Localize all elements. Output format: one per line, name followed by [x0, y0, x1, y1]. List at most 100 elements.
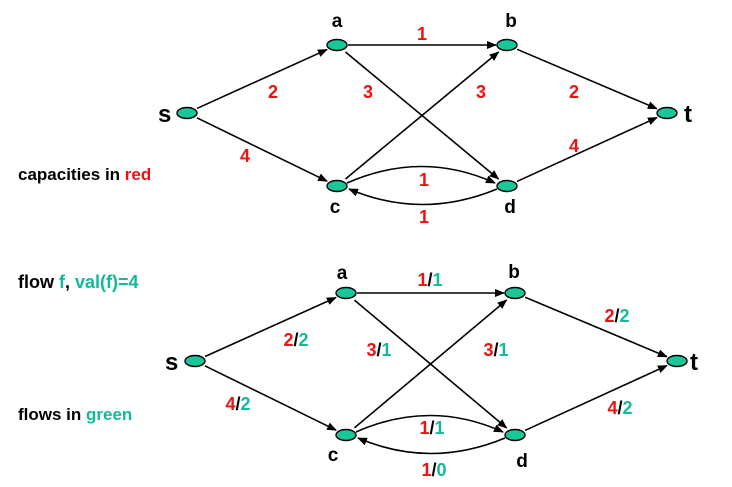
edge-s-c — [196, 117, 329, 182]
flow-value: 2 — [299, 330, 309, 350]
capacity-value: 4 — [569, 136, 579, 156]
capacity-value: 1 — [417, 270, 427, 290]
edge-label-d-c: 1/0 — [421, 460, 446, 480]
flow-caption-f: f — [59, 272, 65, 292]
node-d — [496, 179, 518, 193]
edge-s-c — [204, 365, 338, 431]
edge-label-c-b: 3/1 — [483, 340, 508, 360]
capacity-value: 2 — [268, 82, 278, 102]
edge-label-s-a: 2/2 — [283, 330, 308, 350]
node-label-s: s — [165, 349, 178, 376]
capacity-value: 2 — [604, 306, 614, 326]
node-label-d: d — [504, 197, 516, 218]
capacity-value: 1 — [419, 207, 429, 227]
flow-value: 2 — [623, 398, 633, 418]
slash-separator: / — [431, 460, 436, 480]
flows-caption: flows in green — [18, 405, 132, 425]
node-label-t: t — [684, 101, 692, 128]
edge-d-c — [357, 437, 506, 455]
flow-caption-value: val(f)=4 — [75, 272, 139, 292]
slash-separator: / — [376, 340, 381, 360]
edge-label-a-d: 3/1 — [366, 340, 391, 360]
slash-separator: / — [427, 270, 432, 290]
flow-value: 1 — [433, 270, 443, 290]
edge-d-c — [348, 188, 498, 206]
node-a — [335, 286, 357, 300]
edge-c-d — [355, 414, 504, 433]
capacity-value: 3 — [483, 340, 493, 360]
capacity-value: 1 — [417, 24, 427, 44]
slash-separator: / — [614, 306, 619, 326]
edge-c-d — [346, 165, 496, 184]
edge-label-d-t: 4/2 — [607, 398, 632, 418]
capacities-caption-prefix: capacities in — [18, 165, 125, 184]
edge-label-c-d: 1 — [419, 170, 429, 190]
capacity-value: 4 — [607, 398, 617, 418]
edge-label-b-t: 2 — [569, 82, 579, 102]
capacity-graph: 1 2 3 3 2 4 1 1 4 s a b c d t — [158, 11, 692, 227]
edge-c-b — [344, 51, 500, 180]
edge-label-s-c: 4 — [240, 146, 250, 166]
node-label-t: t — [690, 349, 698, 376]
node-t — [666, 354, 688, 368]
edge-label-a-d: 3 — [363, 82, 373, 102]
capacity-value: 1 — [419, 418, 429, 438]
node-s — [176, 106, 198, 120]
node-s — [184, 354, 206, 368]
flow-value: 1 — [435, 418, 445, 438]
capacities-caption-red: red — [124, 165, 152, 184]
capacity-value: 3 — [363, 82, 373, 102]
capacity-value: 3 — [366, 340, 376, 360]
node-c — [335, 428, 357, 442]
slash-separator: / — [617, 398, 622, 418]
edge-s-a — [196, 48, 328, 110]
node-c — [326, 179, 348, 193]
edge-label-c-b: 3 — [476, 82, 486, 102]
edge-label-b-t: 2/2 — [604, 306, 629, 326]
edge-label-d-t: 4 — [569, 136, 579, 156]
edge-d-t — [516, 116, 658, 183]
capacity-value: 2 — [283, 330, 293, 350]
flow-caption-part1: flow — [18, 272, 59, 292]
capacity-value: 4 — [225, 394, 235, 414]
edges — [204, 289, 668, 455]
edge-label-c-d: 1/1 — [419, 418, 444, 438]
node-label-c: c — [328, 445, 339, 466]
node-a — [326, 38, 348, 52]
node-label-a: a — [337, 263, 348, 284]
edge-s-a — [204, 296, 337, 358]
slash-separator: / — [429, 418, 434, 438]
node-b — [504, 286, 526, 300]
edge-label-s-a: 2 — [268, 82, 278, 102]
capacity-value: 2 — [569, 82, 579, 102]
capacity-value: 4 — [240, 146, 250, 166]
node-label-b: b — [505, 11, 517, 32]
slash-separator: / — [293, 330, 298, 350]
flow-value: 1 — [382, 340, 392, 360]
node-label-c: c — [330, 197, 341, 218]
flow-value: 2 — [241, 394, 251, 414]
flow-value: 1 — [499, 340, 509, 360]
edge-label-s-c: 4/2 — [225, 394, 250, 414]
edge-label-a-b: 1/1 — [417, 270, 442, 290]
slash-separator: / — [493, 340, 498, 360]
capacity-value: 1 — [419, 170, 429, 190]
flow-value: 0 — [437, 460, 447, 480]
slash-separator: / — [235, 394, 240, 414]
node-d — [504, 428, 526, 442]
node-t — [656, 106, 678, 120]
node-label-s: s — [158, 101, 171, 128]
flows-caption-green: green — [86, 405, 133, 424]
edges — [196, 41, 658, 206]
flow-caption: flow f, val(f)=4 — [18, 272, 139, 293]
capacity-value: 3 — [476, 82, 486, 102]
node-b — [496, 38, 518, 52]
node-label-b: b — [508, 262, 520, 283]
node-label-d: d — [516, 451, 528, 472]
node-label-a: a — [332, 11, 343, 32]
capacity-value: 1 — [421, 460, 431, 480]
edge-b-t — [524, 296, 668, 358]
edge-d-t — [524, 364, 668, 432]
